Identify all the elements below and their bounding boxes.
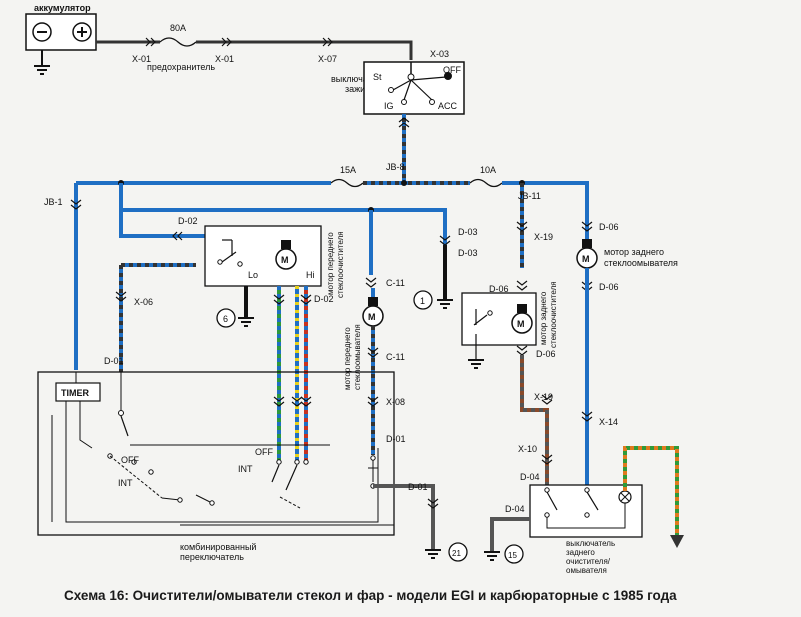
connector-x06: X-06 [134, 297, 153, 307]
ignition-pos-off: OFF [443, 65, 461, 75]
combo-off-a: OFF [121, 455, 139, 465]
ignition-switch: X-03 St OFF IG ACC [363, 49, 465, 115]
rear-switch-label-3: очистителя/ [566, 557, 611, 566]
connector-d06-c: D-06 [599, 222, 619, 232]
figure-caption: Схема 16: Очистители/омыватели стекол и … [64, 588, 677, 603]
battery-label: аккумулятор [34, 3, 91, 13]
fuse-80a-label: предохранитель [147, 62, 215, 72]
rear-washer-motor-label-2: стеклоомывателя [604, 258, 678, 268]
ground-21-label: 21 [452, 549, 461, 558]
connector-d02-b: D-02 [314, 294, 334, 304]
front-washer-motor-label-1: мотор переднего [343, 327, 352, 390]
connector-x14: X-14 [599, 417, 618, 427]
rear-switch [529, 484, 643, 538]
ground-15-label: 15 [508, 551, 517, 560]
fuse-10a-rating: 10A [480, 165, 496, 175]
rear-washer-motor: M [576, 239, 598, 269]
connector-c11-a: C-11 [386, 278, 405, 288]
rear-washer-motor-m: M [582, 254, 590, 264]
connector-x01-a: X-01 [132, 54, 151, 64]
connector-marks-top [145, 37, 333, 47]
front-washer-motor-label-2: стеклоомывателя [353, 324, 362, 390]
timer-label: TIMER [61, 388, 89, 398]
connector-d04-b: D-04 [505, 504, 525, 514]
connector-d03-b: D-03 [458, 248, 478, 258]
ground-1-symbol: 1 [413, 290, 453, 310]
combination-switch: TIMER OFF INT OFF INT [37, 371, 395, 536]
ignition-pos-st: St [373, 72, 382, 82]
wire-front-motor-harness [277, 286, 308, 460]
connector-d06-a: D-06 [489, 284, 509, 294]
connector-jb11: JB-11 [518, 191, 541, 201]
ground-6-label: 6 [223, 314, 228, 324]
combo-int-a: INT [118, 478, 133, 488]
connector-x19-b: X-19 [534, 392, 553, 402]
connector-d01-b: D-01 [386, 434, 406, 444]
combo-off-b: OFF [255, 447, 273, 457]
front-wiper-motor-m: M [281, 255, 289, 265]
rear-wiper-motor-m: M [517, 319, 525, 329]
front-wiper-motor-label-2: стеклоочистителя [336, 231, 345, 298]
rear-wiper-motor: M [461, 292, 537, 369]
ground-6-symbol: 6 [216, 308, 254, 328]
combo-int-b: INT [238, 464, 253, 474]
ground-21-symbol: 21 [425, 542, 468, 562]
connector-c11-b: C-11 [386, 352, 405, 362]
wire-rear-wiper-return [520, 355, 549, 485]
front-washer-motor-m: M [368, 312, 376, 322]
front-wiper-motor: M Lo Hi [204, 225, 322, 287]
combo-switch-label-1: комбинированный [180, 542, 256, 552]
wire-d01-ground [373, 484, 435, 550]
connector-d06-b: D-06 [536, 349, 556, 359]
wire-rear-feed [502, 181, 589, 240]
combo-switch-label-2: переключатель [180, 552, 244, 562]
rear-switch-label-4: омывателя [566, 566, 607, 575]
battery-ground-symbol [34, 65, 50, 75]
fuse-80a-rating: 80A [170, 23, 186, 33]
connector-jb1: JB-1 [44, 197, 63, 207]
connector-d02-a: D-02 [178, 216, 198, 226]
connector-d01-c: D-01 [408, 482, 428, 492]
ignition-pos-acc: ACC [438, 101, 458, 111]
rear-switch-label-1: выключатель [566, 539, 615, 548]
ground-15-symbol: 15 [484, 544, 524, 564]
fuse-10a [469, 178, 503, 188]
connector-x08: X-08 [386, 397, 405, 407]
connector-jb8: JB-8 [386, 162, 405, 172]
connector-x07: X-07 [318, 54, 337, 64]
connector-d01-a: D-01 [104, 356, 124, 366]
connector-x19-a: X-19 [534, 232, 553, 242]
connector-d06-d: D-06 [599, 282, 619, 292]
rear-washer-motor-label-1: мотор заднего [604, 247, 664, 257]
front-wiper-motor-lo: Lo [248, 270, 258, 280]
rear-wiper-motor-label-1: мотор заднего [539, 291, 548, 345]
connector-d03-a: D-03 [458, 227, 478, 237]
front-wiper-motor-hi: Hi [306, 270, 315, 280]
front-wiper-motor-label-1: мотор переднего [326, 232, 335, 295]
connector-x01-b: X-01 [215, 54, 234, 64]
ignition-label-1: выключатель [331, 74, 387, 84]
connector-x03: X-03 [430, 49, 449, 59]
battery: аккумулятор [25, 3, 97, 51]
connector-x10: X-10 [518, 444, 537, 454]
rear-switch-label-2: заднего [566, 548, 595, 557]
fuse-15a-rating: 15A [340, 165, 356, 175]
ignition-pos-ig: IG [384, 101, 394, 111]
fuse-80a [159, 37, 197, 47]
connector-d04-a: D-04 [520, 472, 540, 482]
fuse-15a [330, 178, 364, 188]
ground-1-label: 1 [420, 296, 425, 306]
rear-wiper-motor-label-2: стеклоочистителя [549, 281, 558, 348]
continuation-arrow-icon [670, 535, 684, 548]
front-washer-motor: M [362, 297, 384, 327]
